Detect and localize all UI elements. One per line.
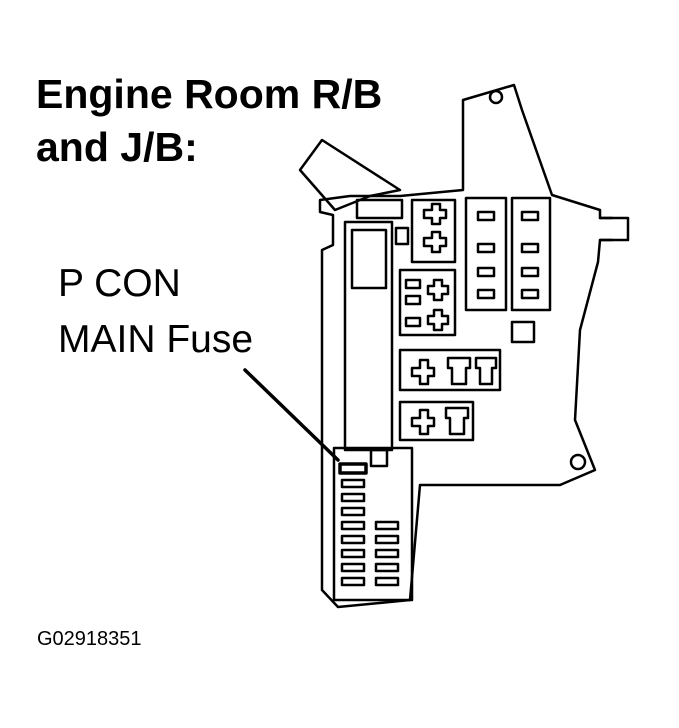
junction-block-panel <box>332 446 414 602</box>
small-block-square <box>369 448 389 468</box>
housing-outline <box>318 83 630 609</box>
title-line-2: and J/B: <box>36 124 198 170</box>
relay-icon-2 <box>422 230 448 254</box>
fuse-column-2 <box>510 196 552 312</box>
callout-line-1: P CON <box>58 262 181 305</box>
relay-icon-3 <box>426 278 450 302</box>
mounting-hole-top <box>488 89 504 105</box>
figure-code: G02918351 <box>37 628 142 650</box>
relay-row-2 <box>398 400 475 442</box>
relay-icon-4 <box>426 308 450 332</box>
fuse-callout-label: P CON MAIN Fuse <box>58 256 253 368</box>
vertical-module-top <box>350 228 388 290</box>
upper-bracket <box>298 138 402 212</box>
relay-block-middle <box>398 268 457 337</box>
fuse-column-1 <box>464 196 508 312</box>
mounting-hole-bottom <box>569 453 587 471</box>
callout-line-2: MAIN Fuse <box>58 318 254 361</box>
vertical-module <box>343 220 394 452</box>
title-line-1: Engine Room R/B <box>36 71 383 117</box>
diagram-title: Engine Room R/B and J/B: <box>36 68 382 174</box>
small-square-block <box>510 320 536 344</box>
relay-block-top <box>410 198 457 264</box>
relay-row-1 <box>398 348 502 392</box>
callout-leader-line <box>243 368 340 462</box>
small-fuse-pair <box>394 226 410 246</box>
p-con-main-fuse <box>338 462 368 475</box>
relay-icon-1 <box>422 202 448 226</box>
top-connector <box>355 198 404 220</box>
